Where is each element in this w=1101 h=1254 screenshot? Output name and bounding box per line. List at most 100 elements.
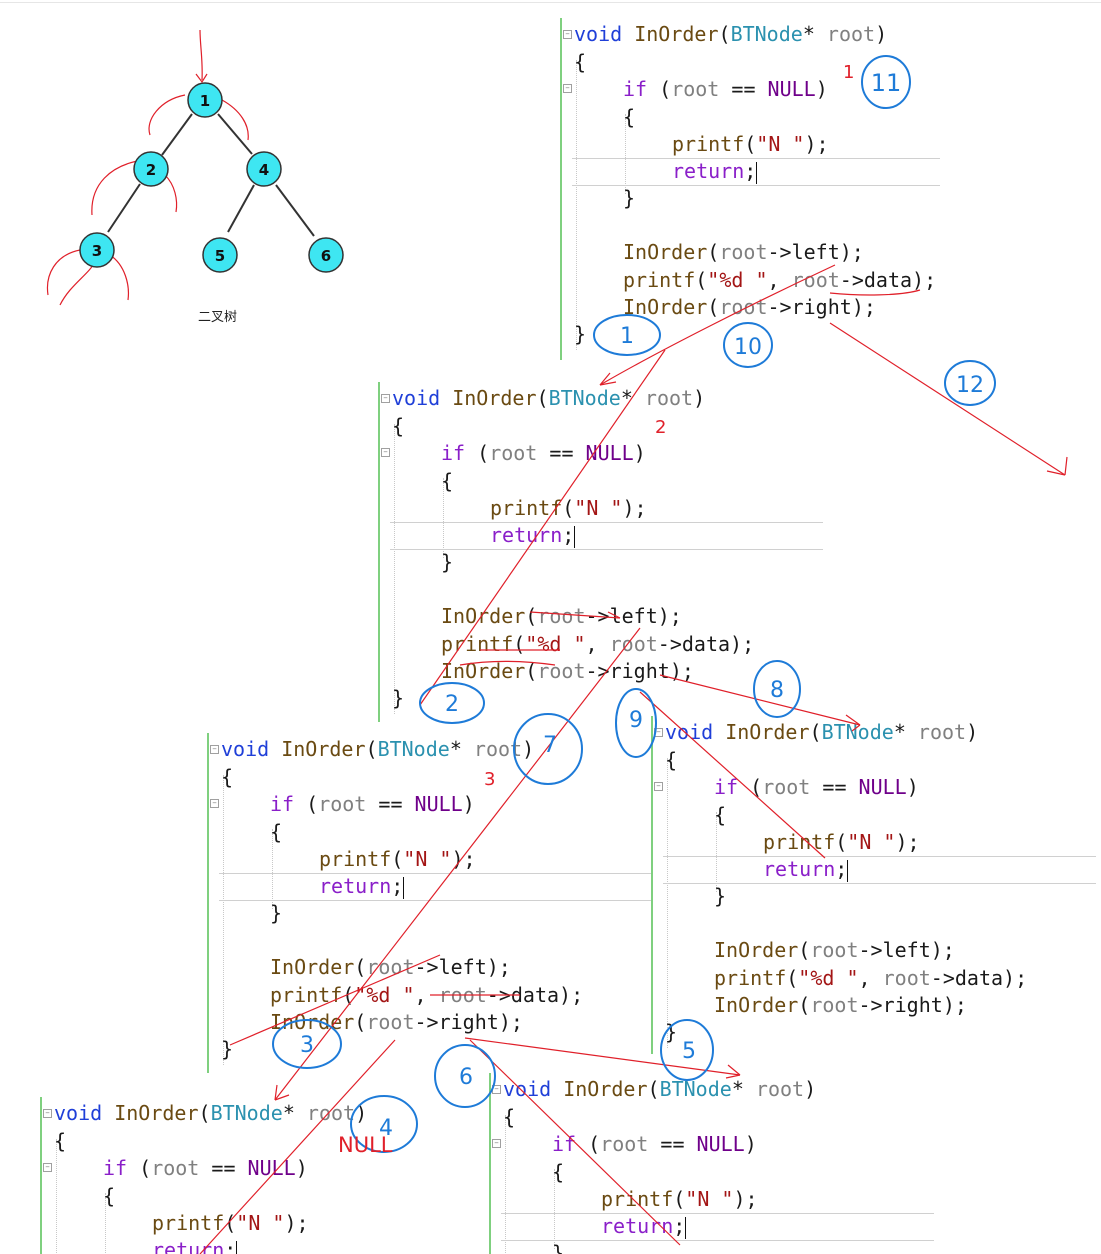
collapse-icon[interactable]: − [43,1109,52,1118]
svg-text:3: 3 [300,1033,314,1058]
underline-data [829,289,921,296]
arrow-c-return [229,954,441,1046]
red-mark: NULL [338,1133,393,1157]
current-line-highlight [663,856,1096,884]
indent-guide [443,478,444,558]
top-divider [0,2,1101,3]
code-line-signature: void InOrder(BTNode* root) [574,22,888,46]
code-line-signature: void InOrder(BTNode* root) [392,386,706,410]
code-line-printf-n: printf("N "); [490,496,647,520]
step-marker: 12 [944,360,996,406]
step-marker: 7 [513,713,583,785]
text-caret [756,161,758,184]
tree-nodes: 1 2 4 3 5 6 [79,82,344,273]
tree-node-label: 3 [92,242,102,260]
arrow-a-right-null [829,322,1066,476]
code-line-return: return; [601,1214,687,1239]
code-panel-f: − − void InOrder(BTNode* root) { if (roo… [489,1073,934,1254]
text-caret [574,525,576,548]
collapse-icon[interactable]: − [492,1139,501,1148]
code-line-open-brace: { [221,765,234,789]
code-line-open-brace: { [54,1129,67,1153]
collapse-icon[interactable]: − [381,394,390,403]
code-line-if: if (root == NULL) [714,775,919,799]
svg-text:12: 12 [956,373,984,398]
collapse-icon[interactable]: − [381,448,390,457]
red-call-arrows [199,264,1068,1254]
code-line-open-brace: { [503,1105,516,1129]
code-line-if: if (root == NULL) [270,792,475,816]
indent-guide [554,1169,555,1249]
arrow-a-to-b [599,264,836,386]
red-mark: 2 [655,417,666,438]
code-line-if: if (root == NULL) [623,77,828,101]
svg-text:8: 8 [770,678,784,703]
code-line-printf-data: printf("%d ", root->data); [714,966,1028,990]
code-line-call-left: InOrder(root->left); [714,938,955,962]
code-line-open-brace: { [574,50,587,74]
step-marker: 2 [419,682,485,724]
code-line-open-brace: { [392,414,405,438]
indent-guide [625,114,626,194]
current-line-highlight [390,522,823,550]
step-marker: 10 [723,322,773,368]
code-line-printf-n: printf("N "); [672,132,829,156]
tree-edges [107,113,315,237]
tree-node-label: 6 [321,247,331,265]
code-line-if-close: } [552,1241,565,1254]
current-line-highlight [572,158,940,186]
code-line-printf-n: printf("N "); [763,830,920,854]
code-line-return: return; [672,159,758,184]
code-panel-b: − − void InOrder(BTNode* root) { if (roo… [378,382,823,722]
code-line-open-brace: { [665,748,678,772]
margin-bar [489,1073,491,1254]
margin-bar [207,733,209,1073]
indent-guide [223,775,224,1065]
code-line-signature: void InOrder(BTNode* root) [665,720,979,744]
collapse-icon[interactable]: − [210,745,219,754]
code-line-if-brace: { [623,105,636,129]
arrow-d-check [639,691,826,859]
svg-text:6: 6 [459,1065,473,1090]
indent-guide [56,1139,57,1254]
svg-text:2: 2 [445,692,459,717]
code-line-if-brace: { [441,469,454,493]
code-line-printf-data: printf("%d ", root->data); [270,983,584,1007]
arrow-b-return-to-a [419,349,666,706]
code-line-if-brace: { [552,1160,565,1184]
indent-guide [667,758,668,1048]
code-line-if-close: } [714,884,727,908]
step-marker: 6 [434,1044,496,1108]
code-line-call-right: InOrder(root->right); [441,659,694,683]
arrow-b-to-c [274,627,641,1101]
collapse-icon[interactable]: − [654,782,663,791]
tree-node: 2 [133,151,169,187]
code-line-call-left: InOrder(root->left); [270,955,511,979]
step-marker: 3 [272,1019,342,1069]
tree-node: 4 [246,151,282,187]
step-marker: 8 [753,660,801,718]
step-marker: 9 [615,688,657,758]
text-caret [403,876,405,899]
collapse-icon[interactable]: − [563,84,572,93]
arrow-e-check [199,1039,396,1254]
tree-node-label: 1 [200,92,210,110]
collapse-icon[interactable]: − [43,1163,52,1172]
code-line-printf-n: printf("N "); [601,1187,758,1211]
indent-guide [505,1115,506,1254]
code-line-call-left: InOrder(root->left); [623,240,864,264]
svg-text:9: 9 [629,708,643,733]
indent-guide [105,1193,106,1254]
code-line-signature: void InOrder(BTNode* root) [221,737,535,761]
code-line-if-close: } [623,186,636,210]
blue-step-markers: 11 1 10 12 2 8 7 9 3 5 6 4 [272,55,996,1153]
indent-guide [394,424,395,714]
arrow-c-to-f [464,1037,741,1076]
collapse-icon[interactable]: − [563,30,572,39]
code-line-printf-data: printf("%d ", root->data); [441,632,755,656]
collapse-icon[interactable]: − [210,799,219,808]
indent-guide [272,829,273,909]
current-line-highlight [219,873,652,901]
step-marker: 5 [660,1019,714,1081]
